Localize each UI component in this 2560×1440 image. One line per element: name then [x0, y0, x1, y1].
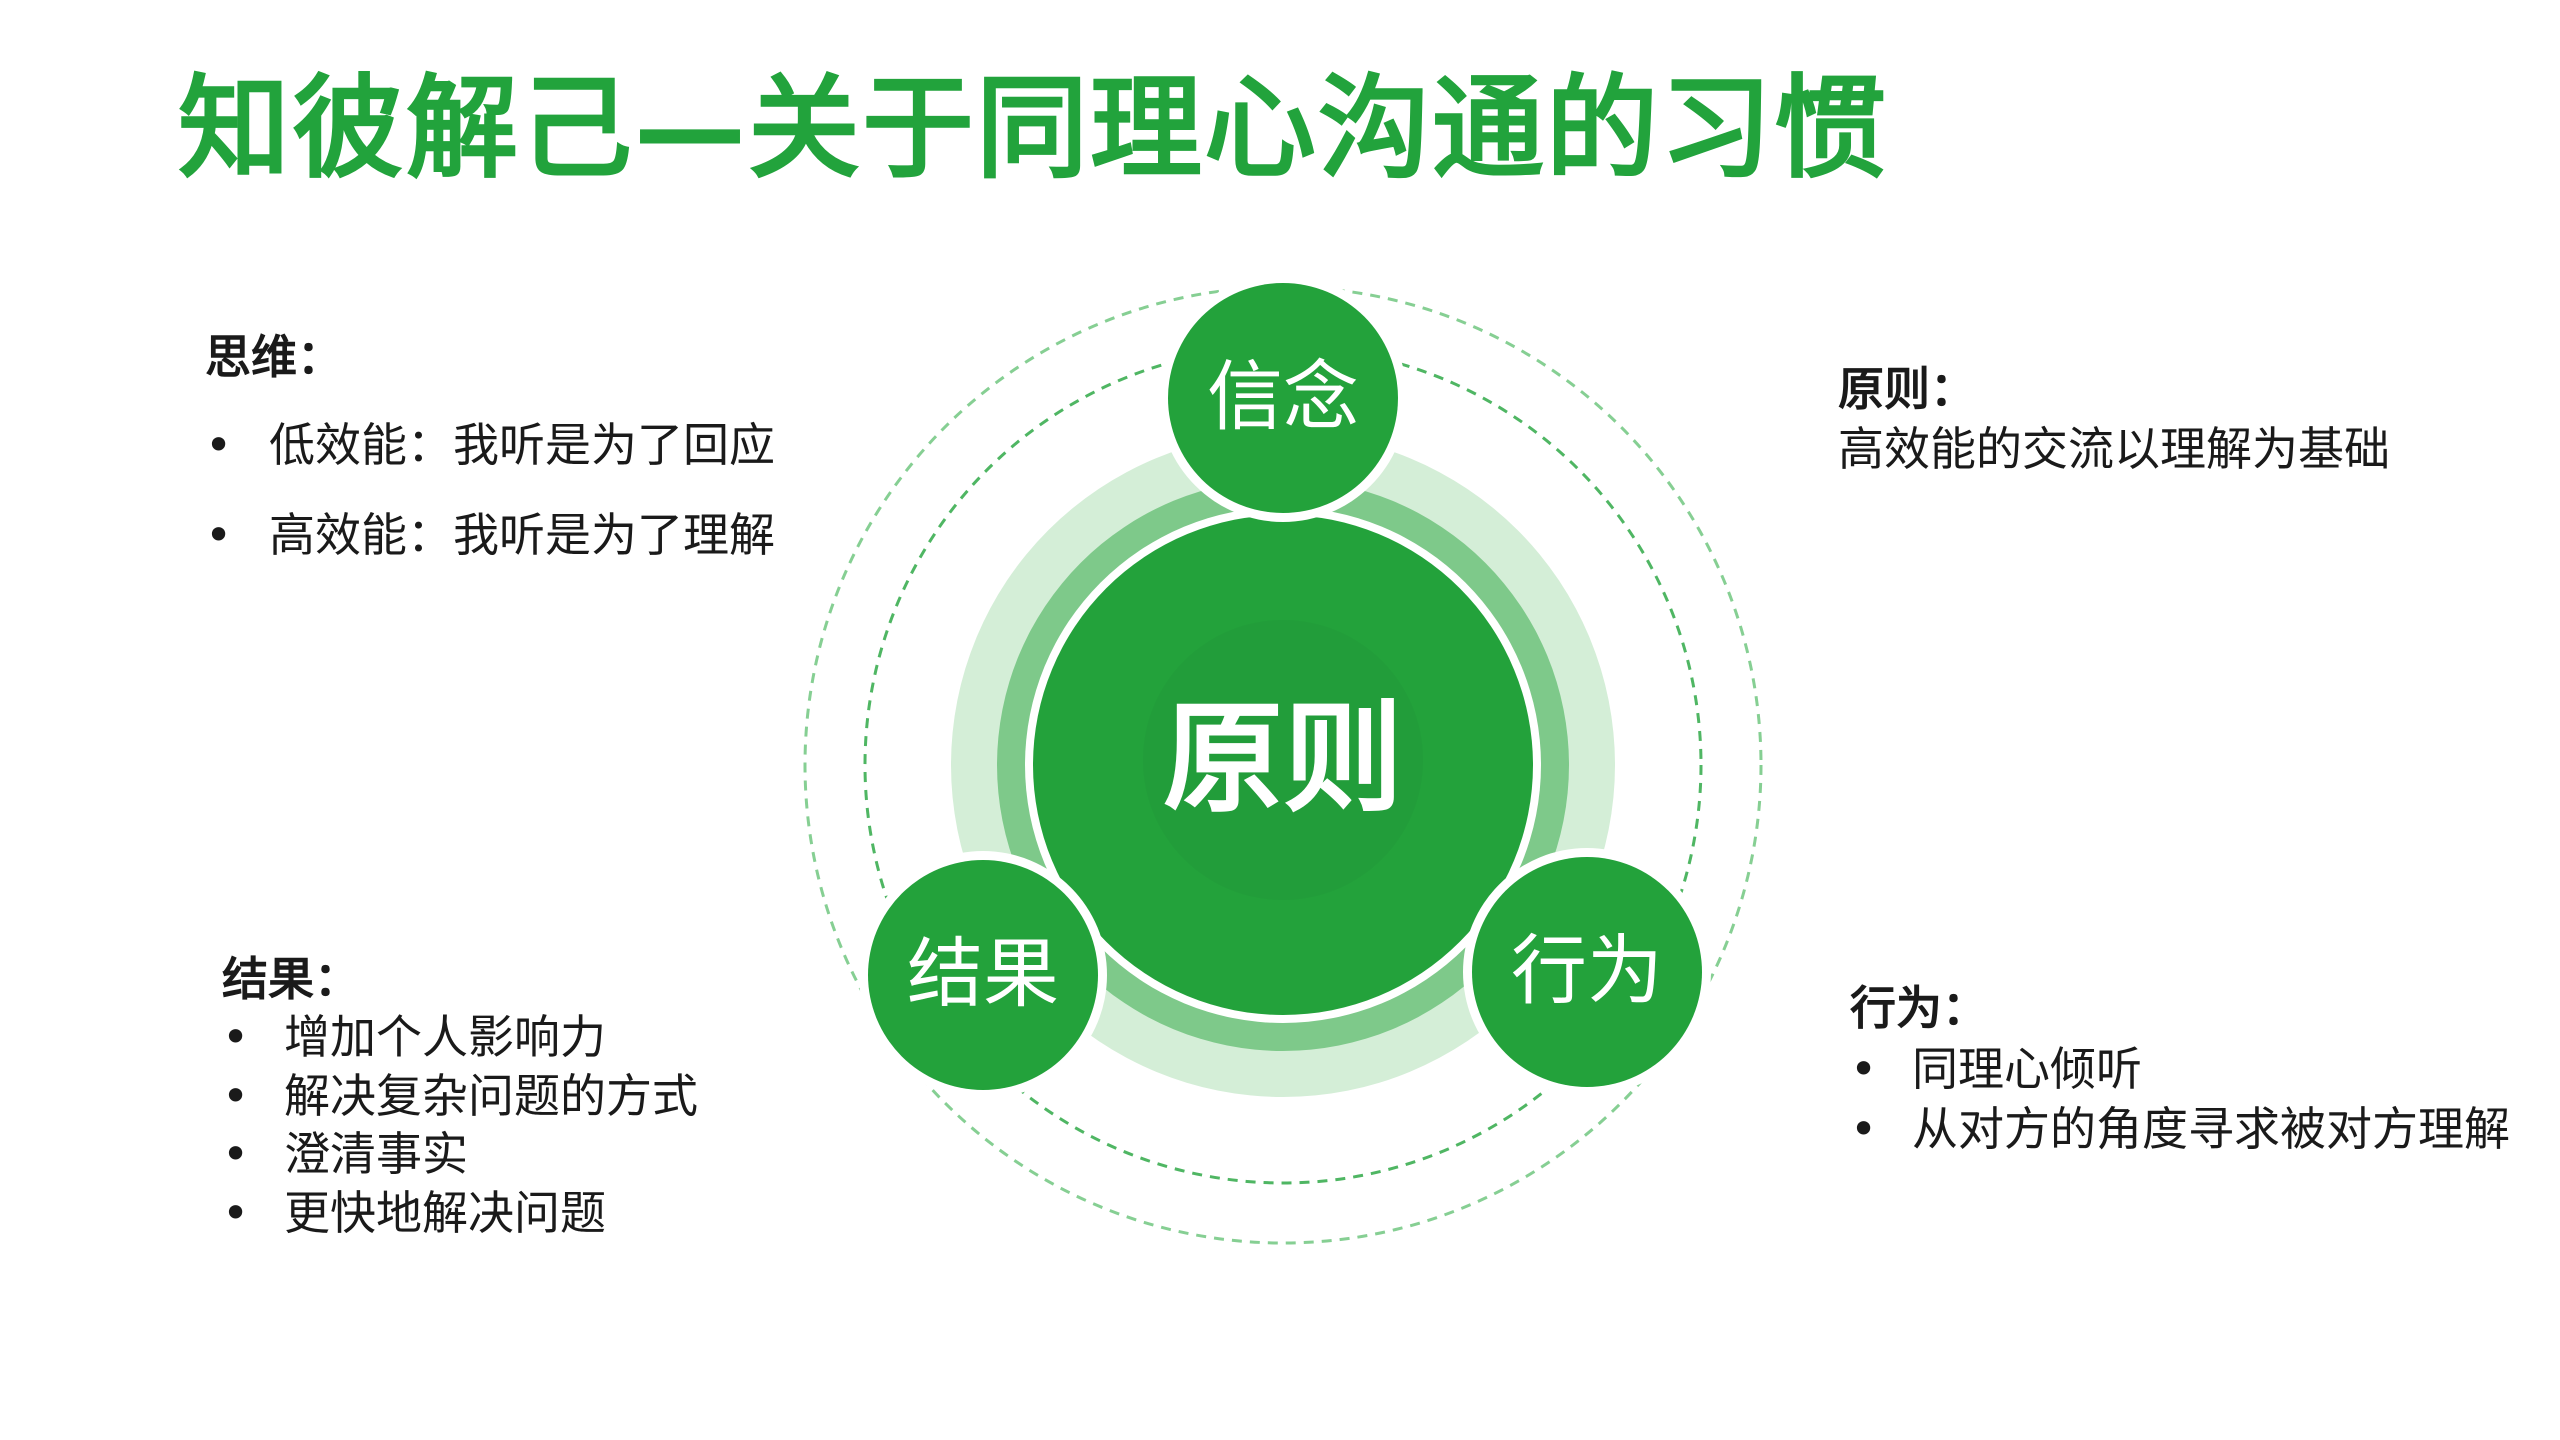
result-section: 结果： 增加个人影响力 解决复杂问题的方式 澄清事实 更快地解决问题: [222, 950, 698, 1242]
principle-heading: 原则：: [1838, 362, 1976, 416]
list-item: 低效能：我听是为了回应: [205, 416, 775, 476]
node-left-label: 结果: [907, 929, 1059, 1018]
page-title: 知彼解己—关于同理心沟通的习惯: [178, 64, 1888, 194]
behavior-section: 行为： 同理心倾听 从对方的角度寻求被对方理解: [1850, 978, 2510, 1160]
list-item: 更快地解决问题: [222, 1184, 698, 1243]
result-list: 增加个人影响力 解决复杂问题的方式 澄清事实 更快地解决问题: [222, 1008, 698, 1242]
think-section: 思维： 低效能：我听是为了回应 高效能：我听是为了理解: [205, 328, 775, 595]
behavior-heading: 行为：: [1850, 981, 1988, 1035]
node-top-label: 信念: [1207, 352, 1359, 441]
center-label: 原则: [1163, 690, 1403, 829]
node-right-label: 行为: [1511, 926, 1663, 1015]
list-item: 同理心倾听: [1850, 1039, 2510, 1100]
node-right-circle: [1472, 857, 1702, 1087]
list-item: 解决复杂问题的方式: [222, 1067, 698, 1126]
list-item: 高效能：我听是为了理解: [205, 506, 775, 566]
principle-section: 原则： 高效能的交流以理解为基础: [1838, 360, 2390, 480]
think-heading: 思维：: [205, 330, 343, 384]
node-top-circle: [1168, 283, 1398, 513]
result-heading: 结果：: [222, 952, 360, 1006]
list-item: 澄清事实: [222, 1125, 698, 1184]
center-shade: [1143, 620, 1423, 900]
list-item: 从对方的角度寻求被对方理解: [1850, 1099, 2510, 1160]
node-left-circle: [868, 860, 1098, 1090]
list-item: 增加个人影响力: [222, 1008, 698, 1067]
principle-text: 高效能的交流以理解为基础: [1838, 421, 2390, 476]
behavior-list: 同理心倾听 从对方的角度寻求被对方理解: [1850, 1039, 2510, 1160]
think-list: 低效能：我听是为了回应 高效能：我听是为了理解: [205, 416, 775, 566]
